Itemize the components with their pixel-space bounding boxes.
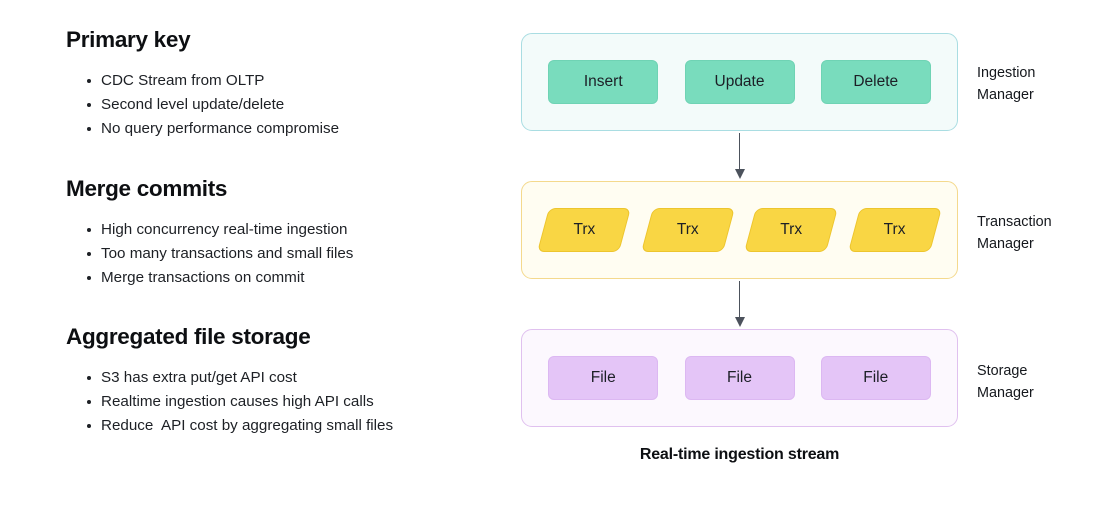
diagram-caption: Real-time ingestion stream <box>639 446 840 463</box>
node-transaction: Trx <box>640 208 735 252</box>
node-transaction: Trx <box>744 208 839 252</box>
arrow-head <box>734 317 745 327</box>
list-item: Too many transactions and small files <box>66 242 353 266</box>
arrow-shaft <box>738 133 741 170</box>
node-insert: Insert <box>548 60 659 104</box>
section-title: Primary key <box>66 27 191 52</box>
arrow-down-icon-ingestion-to-transaction <box>734 133 745 179</box>
section-primary-key: Primary key CDC Stream from OLTP Second … <box>66 27 339 141</box>
list-item: Merge transactions on commit <box>66 266 353 290</box>
node-transaction: Trx <box>847 208 942 252</box>
node-label: Trx <box>780 221 803 238</box>
node-label: Trx <box>676 221 699 238</box>
panel-transaction-manager: Trx Trx Trx Trx <box>521 181 958 279</box>
arrow-down-icon-transaction-to-storage <box>734 281 745 327</box>
node-label: Trx <box>573 221 596 238</box>
list-item: S3 has extra put/get API cost <box>66 366 393 390</box>
node-delete: Delete <box>820 60 931 104</box>
arrow-head <box>734 169 745 179</box>
ingestion-stream-diagram: Insert Update Delete Trx Trx Trx Trx Fil… <box>521 33 958 463</box>
node-file: File <box>684 356 795 400</box>
node-transaction: Trx <box>537 208 632 252</box>
layer-label-line: Transaction <box>977 214 1052 230</box>
node-update: Update <box>684 60 795 104</box>
bullet-list: S3 has extra put/get API cost Realtime i… <box>66 366 393 438</box>
node-file: File <box>820 356 931 400</box>
layer-label-line: Storage <box>977 363 1028 379</box>
panel-ingestion-manager: Insert Update Delete <box>521 33 958 131</box>
section-merge-commits: Merge commits High concurrency real-time… <box>66 176 353 290</box>
list-item: No query performance compromise <box>66 117 339 141</box>
layer-label-storage-manager: Storage Manager <box>977 360 1092 404</box>
list-item: High concurrency real-time ingestion <box>66 218 353 242</box>
bullet-list: High concurrency real-time ingestion Too… <box>66 218 353 290</box>
node-label: Trx <box>883 221 906 238</box>
node-file: File <box>548 356 659 400</box>
section-title: Merge commits <box>66 176 228 201</box>
panel-storage-manager: File File File <box>521 329 958 427</box>
arrow-shaft <box>738 281 741 318</box>
layer-label-transaction-manager: Transaction Manager <box>977 211 1092 255</box>
layer-label-ingestion-manager: Ingestion Manager <box>977 62 1092 106</box>
bullet-list: CDC Stream from OLTP Second level update… <box>66 69 339 141</box>
section-title: Aggregated file storage <box>66 324 311 349</box>
layer-label-line: Manager <box>977 385 1034 401</box>
layer-label-line: Manager <box>977 236 1034 252</box>
list-item: Realtime ingestion causes high API calls <box>66 390 393 414</box>
list-item: Reduce API cost by aggregating small fil… <box>66 414 393 438</box>
list-item: Second level update/delete <box>66 93 339 117</box>
layer-label-line: Ingestion <box>977 65 1036 81</box>
list-item: CDC Stream from OLTP <box>66 69 339 93</box>
section-aggregated-file-storage: Aggregated file storage S3 has extra put… <box>66 324 393 438</box>
layer-label-line: Manager <box>977 87 1034 103</box>
